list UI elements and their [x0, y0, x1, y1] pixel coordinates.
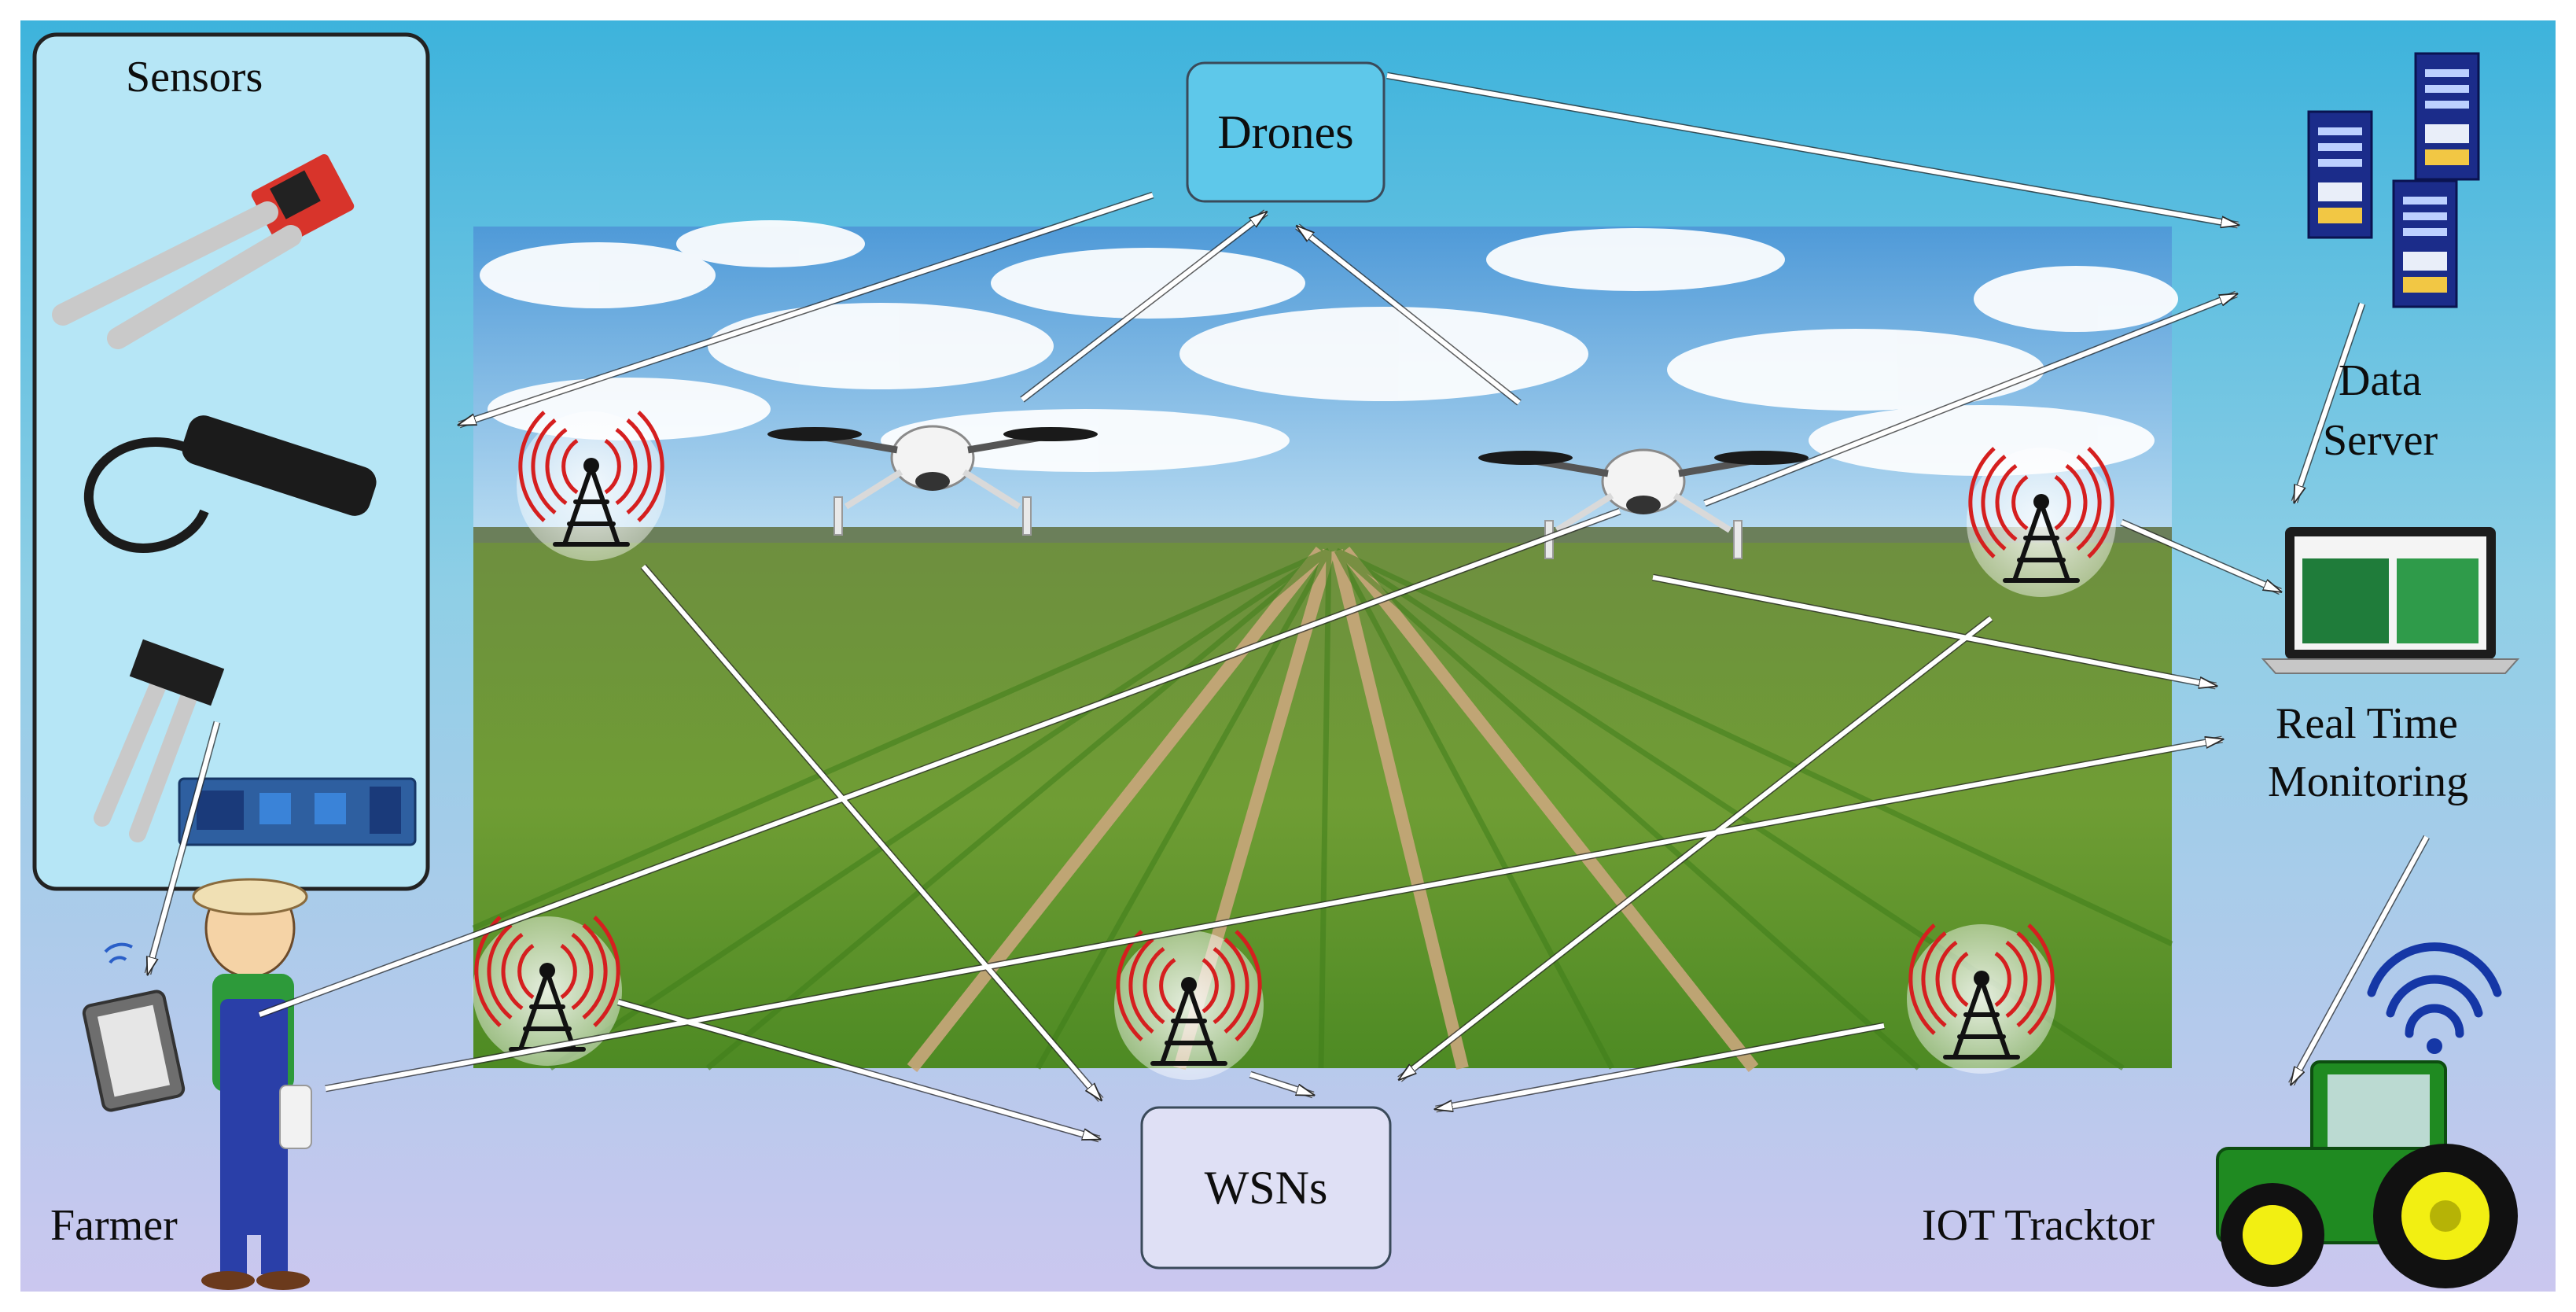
- tower-icon: [517, 411, 666, 561]
- wsns-label: WSNs: [1204, 1161, 1328, 1214]
- laptop-icon: [2261, 527, 2520, 674]
- data-server-label-line2: Server: [2323, 416, 2438, 465]
- tower-icon: [473, 916, 622, 1066]
- sensors-label: Sensors: [126, 53, 263, 101]
- wsns-box: [1140, 1106, 1392, 1270]
- drones-box: [1186, 61, 1386, 203]
- data-server-label-line1: Data: [2339, 356, 2422, 405]
- tractor-icon: [2216, 942, 2518, 1288]
- real-time-label-line2: Monitoring: [2268, 757, 2469, 806]
- soil-moisture-sensor-icon: [52, 153, 355, 349]
- real-time-label-line1: Real Time: [2276, 699, 2458, 748]
- connection-arrows: [144, 72, 2430, 1143]
- tablet-icon: [82, 942, 186, 1112]
- farmer-icon: [192, 878, 312, 1290]
- drones-label: Drones: [1217, 105, 1354, 158]
- farmer-label: Farmer: [50, 1201, 178, 1250]
- relay-sensor-icon: [94, 639, 417, 846]
- tower-icon: [1967, 448, 2116, 597]
- tower-icon: [1114, 931, 1264, 1080]
- tractor-label: IOT Tracktor: [1922, 1201, 2155, 1250]
- probe-sensor-icon: [84, 415, 377, 553]
- tower-icon: [1907, 924, 2056, 1074]
